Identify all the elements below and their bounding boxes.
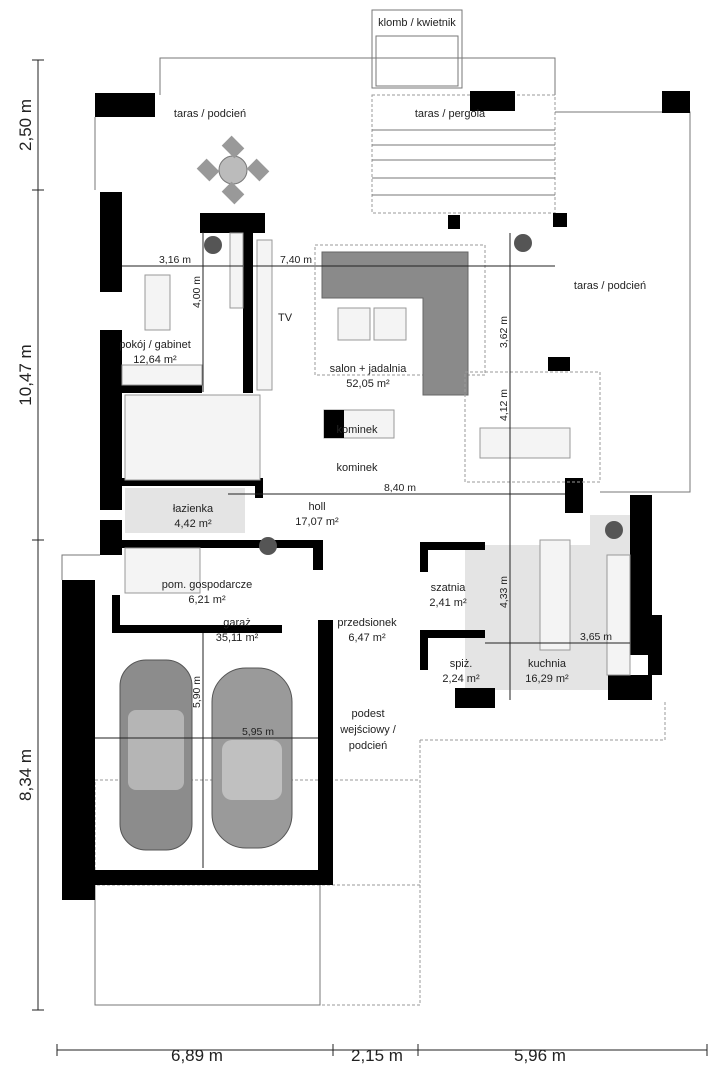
- walls: [62, 91, 690, 900]
- dim-outer-bottom-2: 2,15 m: [351, 1046, 403, 1065]
- label-gospodarcze: pom. gospodarcze: [162, 579, 253, 591]
- dim-gabinet-width: 3,16 m: [159, 254, 191, 266]
- dim-gabinet-depth: 4,00 m: [191, 276, 203, 308]
- area-przedsionek: 6,47 m²: [348, 632, 386, 644]
- label-kominek-top: kominek: [337, 424, 378, 436]
- area-lazienka: 4,42 m²: [174, 518, 212, 530]
- dim-salon-depth: 3,62 m: [498, 316, 510, 348]
- label-podest-2: wejściowy /: [339, 724, 397, 736]
- label-klomb: klomb / kwietnik: [378, 17, 456, 29]
- label-tv: TV: [278, 312, 293, 324]
- dim-garaz-depth: 5,90 m: [191, 676, 203, 708]
- area-szatnia: 2,41 m²: [429, 597, 467, 609]
- label-podest-3: podcień: [349, 740, 388, 752]
- plant-icon: [204, 236, 222, 254]
- furniture: [119, 135, 631, 851]
- area-gabinet: 12,64 m²: [133, 354, 177, 366]
- dim-outer-bottom-3: 5,96 m: [514, 1046, 566, 1065]
- area-gospodarcze: 6,21 m²: [188, 594, 226, 606]
- label-salon: salon + jadalnia: [330, 363, 408, 375]
- room-labels: klomb / kwietnik taras / podcień taras /…: [119, 17, 646, 752]
- label-gabinet: pokój / gabinet: [119, 339, 191, 351]
- dim-outer-left-3: 8,34 m: [16, 749, 35, 801]
- dim-kuchnia-width: 3,65 m: [580, 631, 612, 643]
- dim-kuchnia-depth: 4,33 m: [498, 576, 510, 608]
- label-spiz: spiż.: [450, 658, 473, 670]
- label-holl: holl: [308, 501, 325, 513]
- dim-outer-bottom-1: 6,89 m: [171, 1046, 223, 1065]
- dim-outer-left-1: 2,50 m: [16, 99, 35, 151]
- area-kuchnia: 16,29 m²: [525, 673, 569, 685]
- area-garaz: 35,11 m²: [216, 632, 259, 644]
- dim-salon-width: 7,40 m: [280, 254, 312, 266]
- label-lazienka: łazienka: [173, 503, 214, 515]
- label-przedsionek: przedsionek: [337, 617, 397, 629]
- label-kuchnia: kuchnia: [528, 658, 567, 670]
- dim-holl-width: 8,40 m: [384, 482, 416, 494]
- dim-outer-left-2: 10,47 m: [16, 344, 35, 405]
- dimension-lines: [32, 59, 708, 1056]
- area-spiz: 2,24 m²: [442, 673, 480, 685]
- plant-icon: [514, 234, 532, 252]
- plant-icon: [605, 521, 623, 539]
- label-taras-pergola: taras / pergola: [415, 108, 486, 120]
- label-kominek-bottom: kominek: [337, 462, 378, 474]
- label-szatnia: szatnia: [431, 582, 467, 594]
- area-salon: 52,05 m²: [346, 378, 390, 390]
- plant-icon: [259, 537, 277, 555]
- dimension-labels: 3,16 m 7,40 m 4,00 m 3,62 m 4,12 m 8,40 …: [16, 99, 612, 1065]
- dim-jadalnia-depth: 4,12 m: [498, 389, 510, 421]
- label-podest-1: podest: [351, 708, 384, 720]
- area-holl: 17,07 m²: [295, 516, 339, 528]
- label-taras-left: taras / podcień: [174, 108, 246, 120]
- label-taras-right: taras / podcień: [574, 280, 646, 292]
- label-garaz: garaż: [223, 617, 251, 629]
- dim-garaz-width: 5,95 m: [242, 726, 274, 738]
